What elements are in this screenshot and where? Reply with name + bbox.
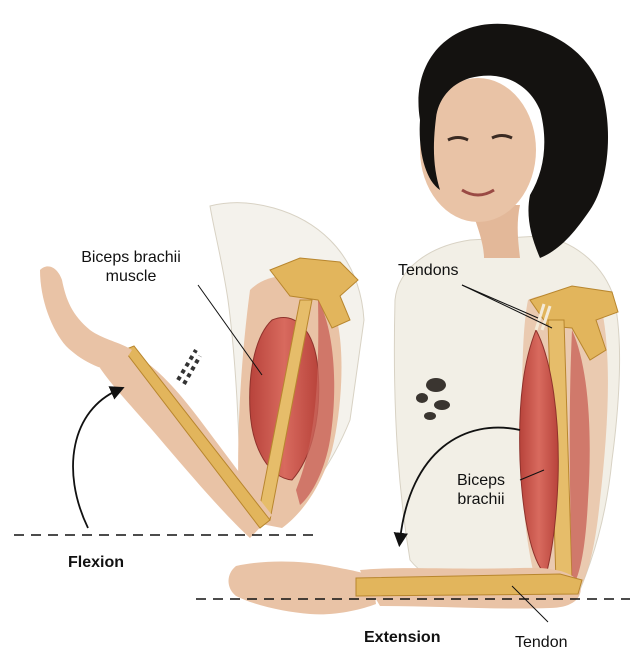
right-radius-ulna (356, 574, 582, 596)
label-biceps-line2: brachii (446, 490, 516, 509)
label-biceps-brachii-muscle: Biceps brachii muscle (66, 248, 196, 286)
label-biceps-muscle-line2: muscle (66, 267, 196, 286)
sleeve-pattern (178, 350, 200, 384)
label-flexion: Flexion (68, 553, 124, 572)
label-biceps-brachii: Biceps brachii (446, 471, 516, 509)
label-tendon: Tendon (515, 633, 568, 652)
label-extension: Extension (364, 628, 440, 647)
label-biceps-muscle-line1: Biceps brachii (66, 248, 196, 267)
flexion-arrow (73, 390, 118, 528)
right-hand (229, 562, 377, 615)
label-tendons: Tendons (398, 261, 459, 280)
label-biceps-line1: Biceps (446, 471, 516, 490)
